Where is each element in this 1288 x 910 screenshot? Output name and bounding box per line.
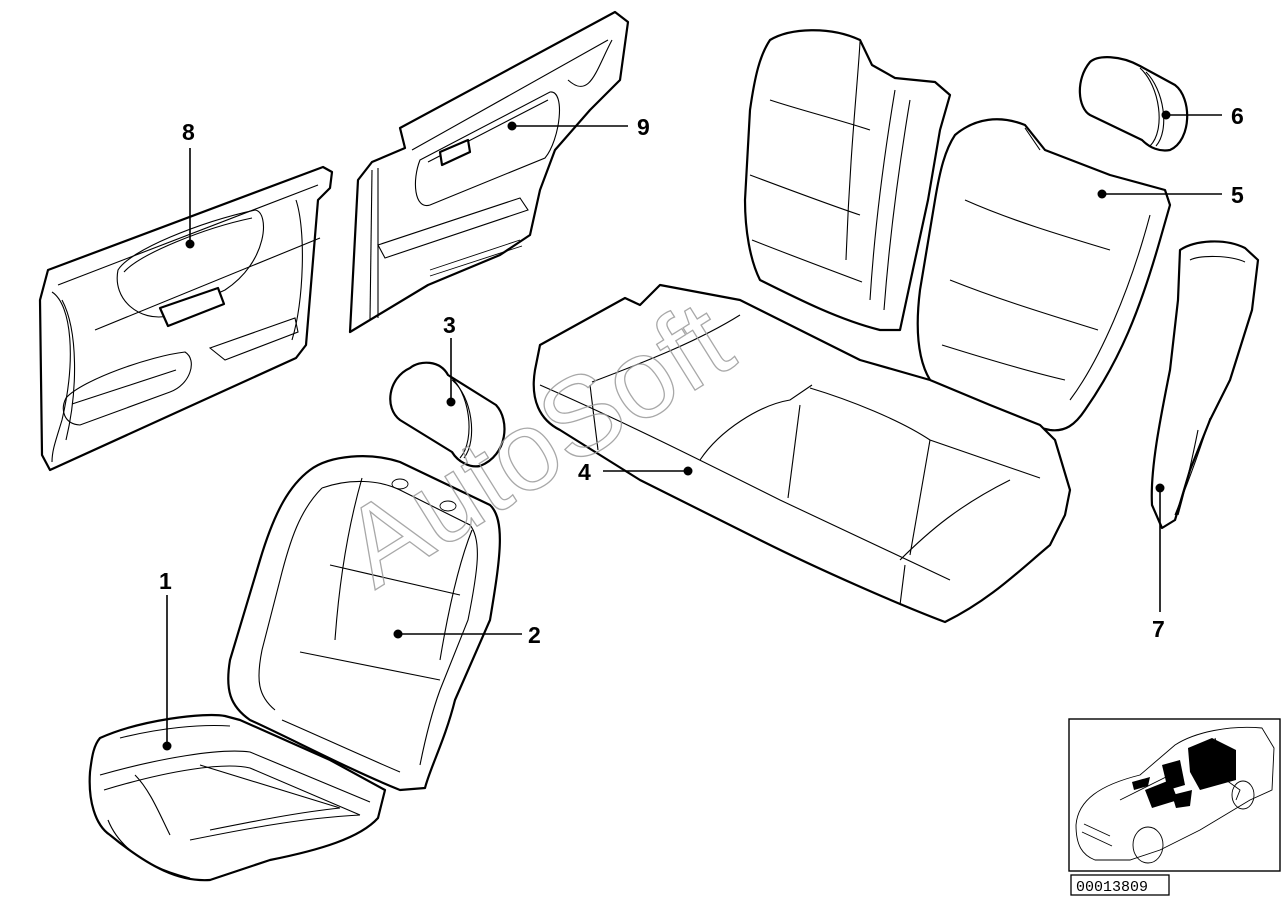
rear-side-trim-panel[interactable] bbox=[348, 10, 630, 334]
callout-6: 6 bbox=[1231, 103, 1244, 129]
front-door-trim-panel[interactable] bbox=[38, 165, 334, 472]
callout-8: 8 bbox=[182, 119, 195, 145]
rear-backrest-left bbox=[743, 29, 952, 332]
callout-1: 1 bbox=[159, 568, 172, 594]
rear-headrest[interactable] bbox=[1078, 56, 1189, 152]
leader-lines bbox=[162, 110, 1222, 751]
callout-3: 3 bbox=[443, 312, 456, 338]
rear-side-bolster[interactable] bbox=[1150, 240, 1260, 530]
callout-4: 4 bbox=[578, 459, 591, 485]
front-seat-backrest[interactable] bbox=[227, 455, 501, 792]
reference-number-box: 00013809 bbox=[1070, 874, 1170, 896]
rear-seat-cushion[interactable] bbox=[532, 283, 1072, 624]
rear-backrest-right[interactable] bbox=[916, 118, 1172, 432]
callout-2: 2 bbox=[528, 622, 541, 648]
front-seat-cushion[interactable] bbox=[88, 713, 387, 882]
reference-number: 00013809 bbox=[1076, 879, 1148, 896]
callout-9: 9 bbox=[637, 114, 650, 140]
callout-7: 7 bbox=[1152, 616, 1165, 642]
car-location-inset-icon bbox=[1068, 718, 1281, 872]
front-headrest[interactable] bbox=[389, 361, 506, 468]
callout-5: 5 bbox=[1231, 182, 1244, 208]
